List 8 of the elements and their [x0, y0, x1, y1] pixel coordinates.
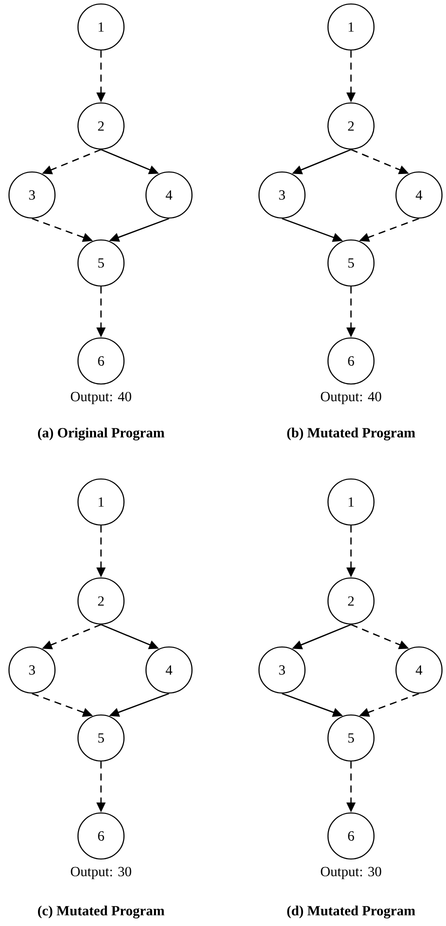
panel-caption: (d) Mutated Program — [287, 906, 416, 918]
panel-caption: (b) Mutated Program — [287, 428, 416, 440]
panel-caption: (c) Mutated Program — [38, 906, 164, 918]
output-label: Output: 30 — [70, 866, 132, 880]
output-label: Output: 40 — [320, 392, 382, 404]
panel-caption: (a) Original Program — [38, 428, 164, 440]
output-label: Output: 30 — [320, 866, 382, 880]
output-label: Output: 40 — [70, 392, 132, 404]
